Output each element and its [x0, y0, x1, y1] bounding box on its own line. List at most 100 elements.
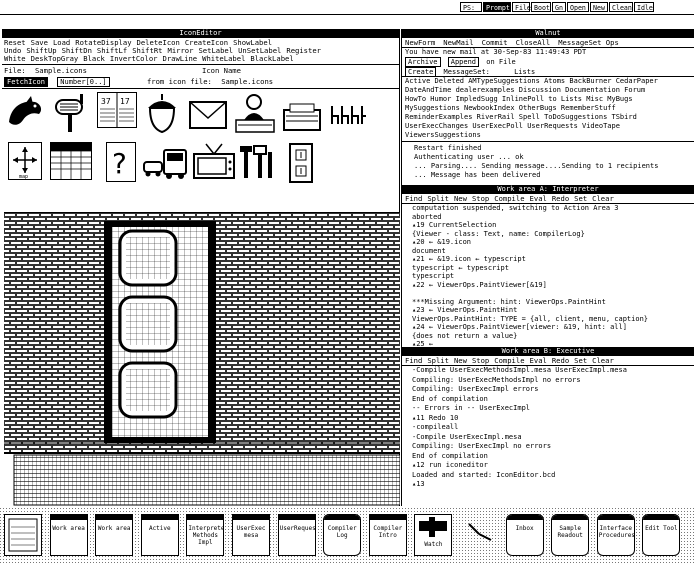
archive-button[interactable]: Archive [405, 57, 441, 67]
taskbar-icon-clock[interactable] [460, 514, 498, 556]
taskbar-icon-scroll[interactable]: Sample Readout [551, 514, 590, 556]
menu-item[interactable]: UnSetLabel [238, 46, 282, 55]
envelope-icon[interactable] [188, 92, 228, 134]
taskbar-icon-doc[interactable]: Work area [49, 514, 88, 556]
menu-item[interactable]: Commit [481, 38, 508, 47]
menu-item[interactable]: Load [52, 38, 71, 47]
menu-item[interactable]: DeskTopGray [30, 54, 79, 63]
menu-item[interactable]: ShiftLf [96, 46, 128, 55]
menu-item[interactable]: Eval [529, 356, 547, 365]
menu-item[interactable]: BlackLabel [250, 54, 294, 63]
menu-item[interactable]: Register [286, 46, 321, 55]
menu-item[interactable]: Split [427, 356, 449, 365]
menu-item[interactable]: Set [574, 194, 588, 203]
help-question-icon[interactable]: ? [106, 142, 136, 182]
from-value[interactable]: Sample.icons [221, 77, 274, 86]
menu-item[interactable]: Set [574, 356, 588, 365]
taskbar-icon-folder[interactable]: Active [140, 514, 179, 556]
menu-item[interactable]: CreateIcon [184, 38, 229, 47]
top-button[interactable]: Boot [531, 2, 551, 12]
file-input[interactable]: Sample.icons [34, 66, 87, 75]
chairs-icon[interactable] [328, 92, 368, 134]
menu-item[interactable]: ShiftUp [26, 46, 57, 55]
taskbar-icon-doc[interactable]: Work area [95, 514, 134, 556]
menu-item[interactable]: New [453, 194, 467, 203]
mail-titlebar[interactable]: Walnut [402, 29, 694, 38]
menu-item[interactable]: InvertColor [109, 54, 158, 63]
taskbar-icon-doc[interactable]: UserExec mesa [232, 514, 270, 556]
menu-item[interactable]: MessageSet Ops [558, 38, 619, 47]
television-icon[interactable] [192, 142, 236, 184]
menu-item[interactable]: Find [405, 194, 423, 203]
compass-map-icon[interactable]: map [8, 142, 42, 180]
menu-item[interactable]: Split [427, 194, 449, 203]
icon-editor-titlebar[interactable]: IconEditor [2, 29, 399, 38]
taskbar-icon-scroll[interactable]: Edit Tool [642, 514, 681, 556]
top-button[interactable]: Prompt [483, 2, 511, 12]
menu-item[interactable]: Eval [529, 194, 547, 203]
menu-item[interactable]: NewForm [405, 38, 436, 47]
menu-item[interactable]: CloseAll [515, 38, 551, 47]
folder-list-line[interactable]: ReminderExamples RiverRail Spell ToDoSug… [405, 113, 637, 121]
taskbar-icon-scroll[interactable]: Compiler Log [323, 514, 362, 556]
menu-item[interactable]: ShiftDn [61, 46, 92, 55]
append-button[interactable]: Append [447, 57, 480, 67]
messageset-value[interactable]: Lists [514, 68, 536, 76]
menu-item[interactable]: ShiftRt [132, 46, 163, 55]
taskbar-icon-notebook[interactable] [4, 514, 42, 556]
menu-item[interactable]: Undo [4, 46, 22, 55]
taskbar-icon-scroll[interactable]: Interface Procedures [596, 514, 635, 556]
outlet-switch-icon[interactable] [286, 142, 326, 184]
menu-item[interactable]: Redo [551, 356, 570, 365]
menu-item[interactable]: DrawLine [162, 54, 198, 63]
folder-list-line[interactable]: DateAndTime dealerexamples Discussion Do… [405, 86, 646, 94]
menu-item[interactable]: Clear [592, 194, 614, 203]
menu-item[interactable]: New [453, 356, 467, 365]
menu-item[interactable]: White [4, 54, 26, 63]
number-field[interactable]: Number[0..] [57, 77, 110, 87]
inbox-tray-icon[interactable] [282, 92, 322, 134]
top-button[interactable]: New [590, 2, 608, 12]
menu-item[interactable]: Clear [592, 356, 614, 365]
menu-item[interactable]: Compile [494, 194, 525, 203]
interpreter-titlebar[interactable]: Work area A: Interpreter [402, 185, 694, 194]
menu-item[interactable]: SetLabel [198, 46, 234, 55]
taskbar-icon-doc[interactable]: Compiler Intro [368, 514, 407, 556]
menu-item[interactable]: Compile [494, 356, 525, 365]
top-button[interactable]: Open [567, 2, 589, 12]
menu-item[interactable]: Stop [471, 356, 490, 365]
menu-item[interactable]: Find [405, 356, 423, 365]
top-button[interactable]: File [512, 2, 531, 12]
menu-item[interactable]: Black [83, 54, 105, 63]
menu-item[interactable]: DeleteIcon [136, 38, 180, 47]
bitmap-edit-grid[interactable] [4, 212, 401, 507]
menu-item[interactable]: ShowLabel [233, 38, 273, 47]
icon-name-label[interactable]: Icon Name [202, 66, 241, 75]
taskbar-icon-folder[interactable]: UserRequests [277, 514, 316, 556]
dragon-icon[interactable] [5, 92, 45, 134]
folder-list-line[interactable]: Active Deleted AMTypeSuggestions Atoms B… [405, 77, 658, 85]
person-at-desk-icon[interactable] [234, 92, 275, 134]
top-button[interactable]: PS: [460, 2, 482, 12]
menu-item[interactable]: Redo [551, 194, 570, 203]
folder-list-line[interactable]: UserExecChanges UserExecPoll UserRequest… [405, 122, 620, 130]
taskbar-icon-doc[interactable]: Interpreter Methods Impl [186, 514, 225, 556]
folder-list-line[interactable]: ViewersSuggestions [405, 131, 481, 139]
menu-item[interactable]: Reset [4, 38, 26, 47]
bus-car-icon[interactable] [142, 142, 188, 184]
top-button[interactable]: Idle [634, 2, 654, 12]
tools-icon[interactable] [238, 142, 278, 184]
top-button[interactable]: Gn [552, 2, 566, 12]
acorn-icon[interactable] [142, 92, 182, 134]
folder-list-line[interactable]: MySuggestions NewbookIndex OtherBugs Rem… [405, 104, 616, 112]
menu-item[interactable]: WhiteLabel [202, 54, 246, 63]
top-button[interactable]: Clean [609, 2, 633, 12]
taskbar-icon-tools[interactable]: Watch [414, 514, 453, 556]
mailbox-icon[interactable] [50, 92, 90, 134]
fetch-icon-button[interactable]: FetchIcon [4, 77, 48, 87]
spreadsheet-icon[interactable] [50, 142, 92, 180]
executive-titlebar[interactable]: Work area B: Executive [402, 347, 694, 356]
folder-list-line[interactable]: HowTo Humor ImpledSugg InlinePoll to Lis… [405, 95, 633, 103]
menu-item[interactable]: Mirror [167, 46, 194, 55]
